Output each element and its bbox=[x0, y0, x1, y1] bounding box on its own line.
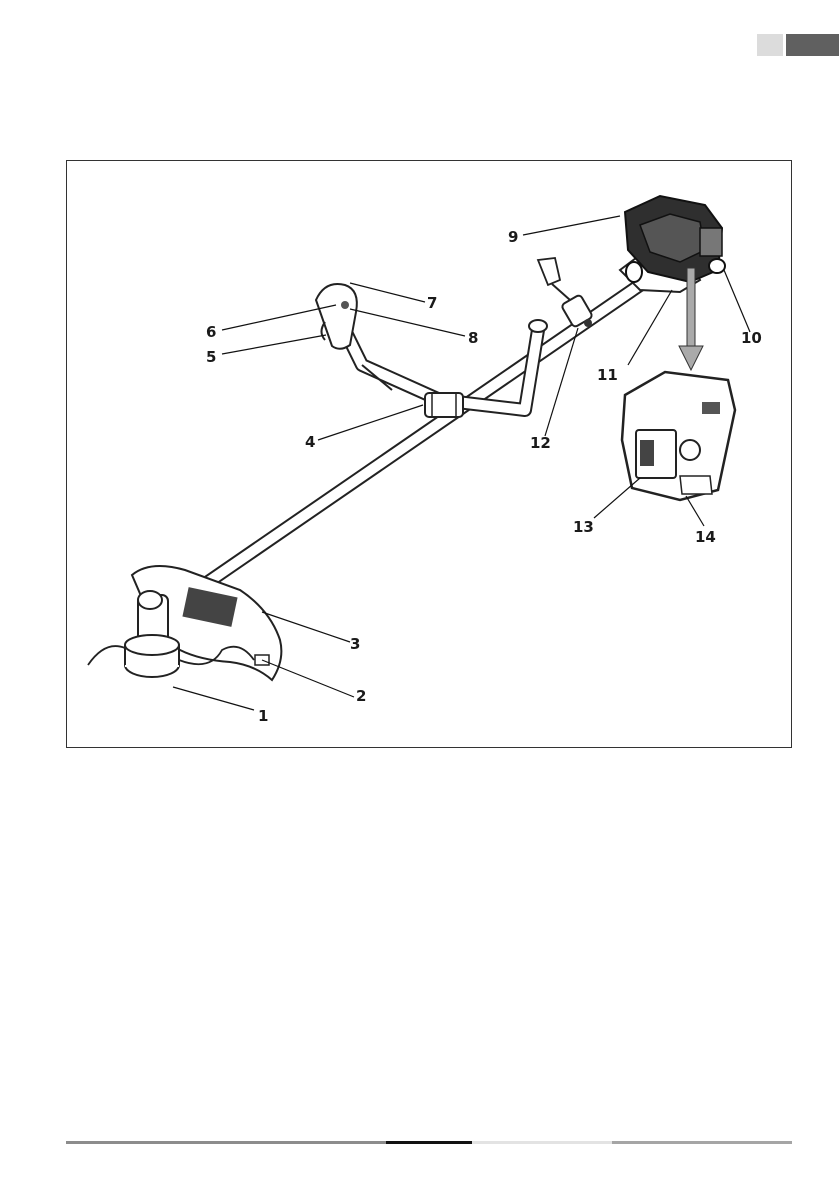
callout-1: 1 bbox=[258, 707, 268, 725]
callout-14: 14 bbox=[695, 528, 716, 546]
callout-4: 4 bbox=[305, 433, 315, 451]
callout-10: 10 bbox=[741, 329, 762, 347]
main-shaft bbox=[182, 285, 640, 600]
callout-5: 5 bbox=[206, 348, 216, 366]
callout-13: 13 bbox=[573, 518, 594, 536]
callout-7: 7 bbox=[427, 294, 437, 312]
callout-2: 2 bbox=[356, 687, 366, 705]
callout-8: 8 bbox=[468, 329, 478, 347]
engine-unit bbox=[620, 196, 725, 292]
trimmer-head-assembly bbox=[88, 566, 281, 680]
carburetor-detail bbox=[622, 372, 735, 500]
handlebar-clamp bbox=[425, 393, 463, 417]
footer-bar-black bbox=[386, 1141, 472, 1144]
callout-6: 6 bbox=[206, 323, 216, 341]
callout-11: 11 bbox=[597, 366, 618, 384]
callout-3: 3 bbox=[350, 635, 360, 653]
footer-bar-light bbox=[472, 1141, 612, 1144]
footer-bar-gray bbox=[66, 1141, 386, 1144]
footer-bar-mid bbox=[612, 1141, 792, 1144]
callout-12: 12 bbox=[530, 434, 551, 452]
strap-hanger bbox=[538, 258, 593, 328]
callout-9: 9 bbox=[508, 228, 518, 246]
